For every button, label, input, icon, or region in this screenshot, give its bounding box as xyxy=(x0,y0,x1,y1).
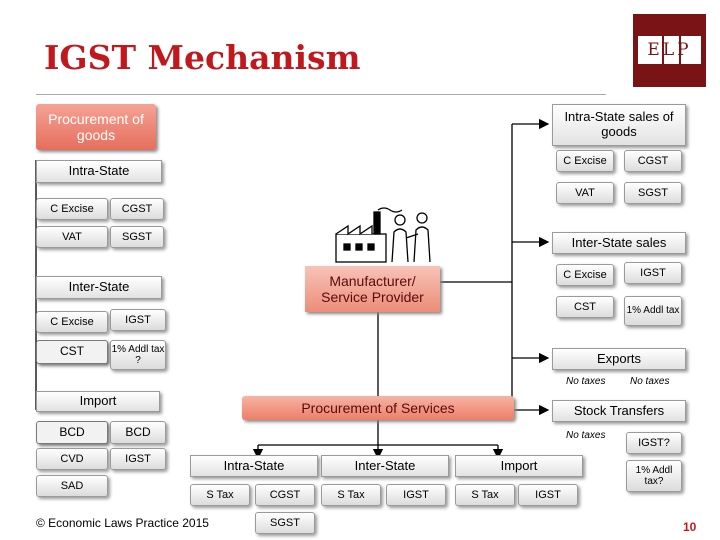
svc-import-igst-box: IGST xyxy=(518,484,578,506)
logo-divider-1 xyxy=(662,36,664,64)
procurement-of-services-box: Procurement of Services xyxy=(242,396,514,420)
svc-import-stax-box: S Tax xyxy=(455,484,515,506)
logo-divider-2 xyxy=(679,36,681,64)
sales-cexcise-box: C Excise xyxy=(556,150,614,172)
manufacturer-box: Manufacturer/ Service Provider xyxy=(305,266,440,312)
intra-sgst-box: SGST xyxy=(110,226,164,248)
logo-text: ELP xyxy=(647,40,692,60)
exports-note-1: No taxes xyxy=(566,376,606,387)
svc-intra-cgst-box: CGST xyxy=(255,484,315,506)
elp-logo: ELP xyxy=(633,14,706,87)
import-bcd-box-2: BCD xyxy=(110,421,166,444)
svc-intra-header: Intra-State xyxy=(190,455,318,477)
sales-vat-box: VAT xyxy=(556,182,614,204)
stock-addl-tax-box: 1% Addl tax? xyxy=(626,460,682,492)
svc-intra-sgst-box: SGST xyxy=(255,512,315,534)
sales-cgst-box: CGST xyxy=(624,150,682,172)
exports-note-2: No taxes xyxy=(630,376,670,387)
footer-copyright: © Economic Laws Practice 2015 xyxy=(36,516,209,530)
inter-cst-box: CST xyxy=(36,340,108,364)
import-header: Import xyxy=(36,391,160,412)
procurement-of-goods-box: Procurement of goods xyxy=(36,104,156,150)
intra-vat-box: VAT xyxy=(36,226,108,248)
stock-transfers-header: Stock Transfers xyxy=(552,400,686,422)
sales-sgst-box: SGST xyxy=(624,182,682,204)
sales-inter-addl-tax-box: 1% Addl tax xyxy=(624,296,682,326)
svc-inter-header: Inter-State xyxy=(321,455,449,477)
page-title: IGST Mechanism xyxy=(44,38,361,77)
sales-inter-cexcise-box: C Excise xyxy=(556,264,614,286)
page-number: 10 xyxy=(683,520,697,534)
intra-cgst-box: CGST xyxy=(110,198,164,220)
import-igst-box: IGST xyxy=(110,448,166,470)
inter-addl-tax-box: 1% Addl tax ? xyxy=(110,340,166,370)
factory-people-illustration xyxy=(335,207,431,263)
svc-import-header: Import xyxy=(455,455,583,477)
intra-cexcise-box: C Excise xyxy=(36,198,108,220)
exports-header: Exports xyxy=(552,348,686,370)
intra-state-header: Intra-State xyxy=(36,160,162,183)
stock-transfers-note: No taxes xyxy=(566,430,606,441)
import-bcd-box-1: BCD xyxy=(36,421,108,444)
svc-inter-stax-box: S Tax xyxy=(321,484,381,506)
svc-intra-stax-box: S Tax xyxy=(190,484,250,506)
inter-igst-box: IGST xyxy=(110,309,166,331)
import-sad-box: SAD xyxy=(36,475,108,497)
inter-sales-header: Inter-State sales xyxy=(552,232,686,254)
sales-inter-cst-box: CST xyxy=(556,296,614,318)
title-divider xyxy=(36,94,606,95)
inter-cexcise-box: C Excise xyxy=(36,311,108,333)
stock-igst-box: IGST? xyxy=(626,432,682,454)
svc-inter-igst-box: IGST xyxy=(386,484,446,506)
sales-inter-igst-box: IGST xyxy=(624,262,682,284)
intra-sales-header: Intra-State sales of goods xyxy=(552,104,686,146)
inter-state-header: Inter-State xyxy=(36,276,162,299)
import-cvd-box: CVD xyxy=(36,448,108,470)
